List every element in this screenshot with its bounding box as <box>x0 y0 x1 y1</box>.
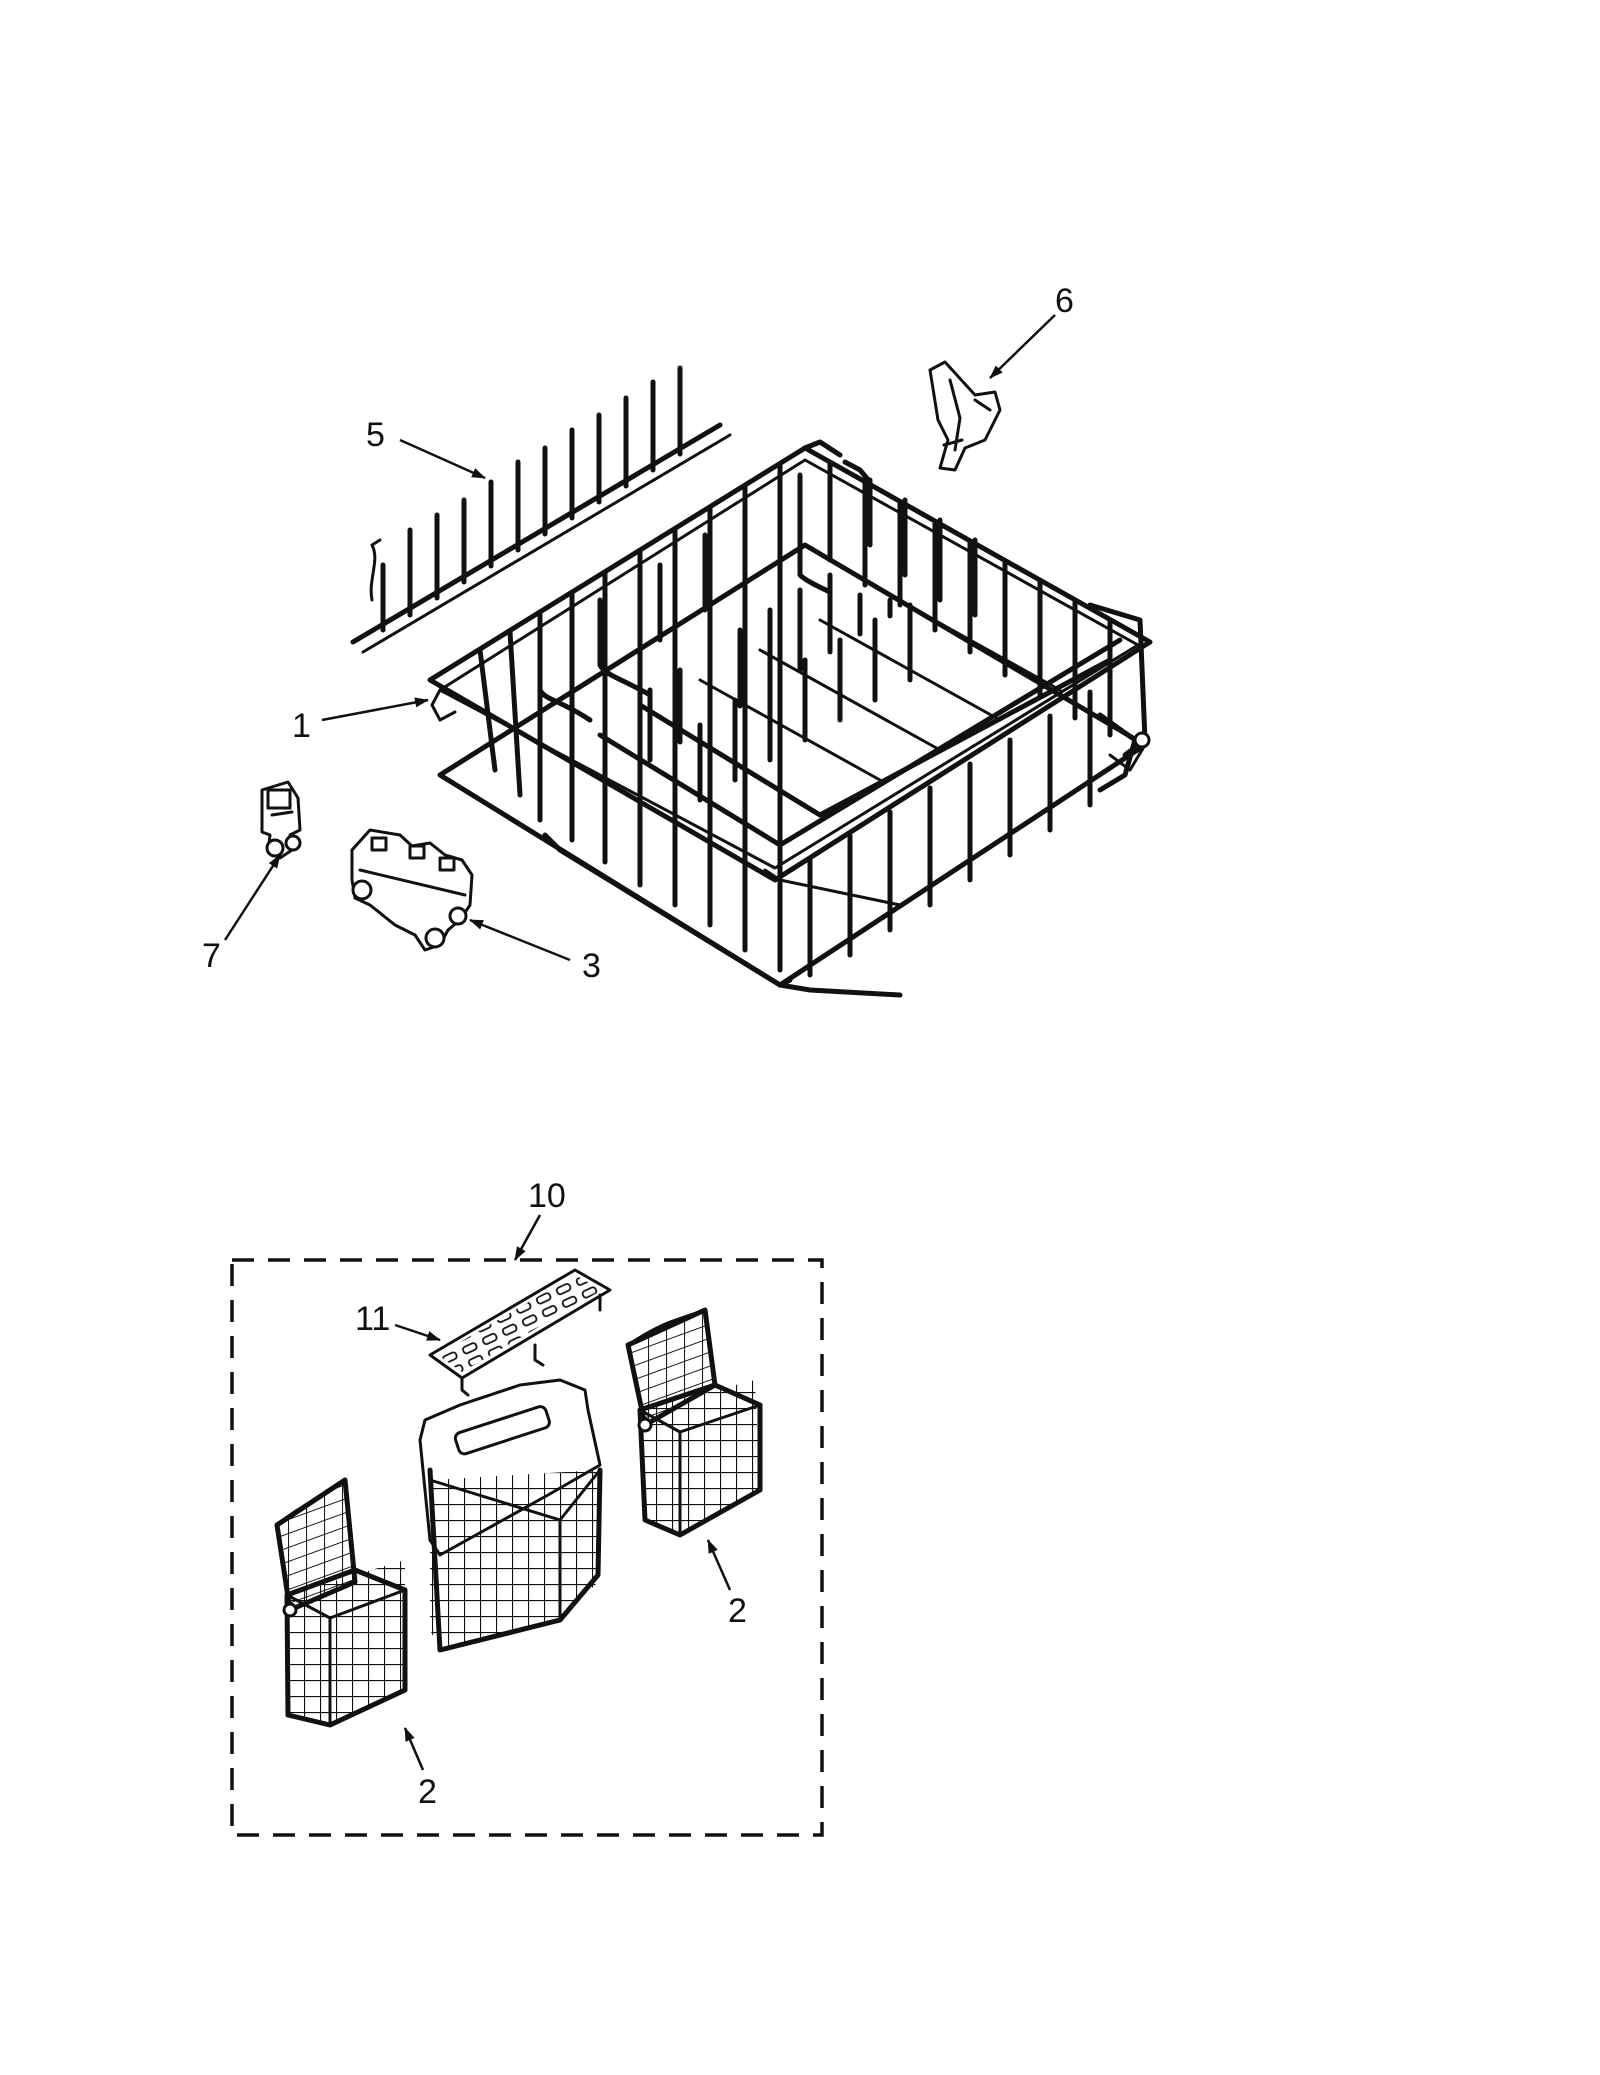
leader-6 <box>989 314 1056 379</box>
callout-2-right: 2 <box>728 1592 747 1630</box>
callout-5: 5 <box>366 416 385 454</box>
basket-cover-part-11 <box>428 1268 612 1397</box>
rack-clip-part-6 <box>928 360 1002 472</box>
callout-1: 1 <box>292 707 311 745</box>
leader-lines <box>223 314 1056 1771</box>
kit-boundary-box <box>230 1258 824 1837</box>
tine-row-part-5 <box>350 365 732 654</box>
leader-2-right <box>706 1539 732 1591</box>
right-silverware-basket <box>625 1307 763 1538</box>
leader-2-left <box>403 1727 425 1771</box>
callout-11: 11 <box>355 1300 390 1338</box>
leader-3 <box>469 918 571 962</box>
callout-7: 7 <box>202 937 221 975</box>
leader-10 <box>513 1214 542 1261</box>
left-silverware-basket <box>274 1477 408 1728</box>
leader-1 <box>321 697 429 722</box>
callout-3: 3 <box>582 947 601 985</box>
leader-7 <box>223 854 282 941</box>
callout-10: 10 <box>528 1177 566 1215</box>
callout-labels: 1 5 6 7 3 10 11 2 2 <box>202 282 1074 1811</box>
wheel-carrier-part-3 <box>350 828 474 952</box>
center-silverware-basket <box>418 1378 603 1653</box>
lower-rack-part-1 <box>427 439 1153 998</box>
leader-11 <box>394 1323 441 1342</box>
leader-5 <box>399 438 486 480</box>
roller-part-7 <box>260 780 302 860</box>
callout-2-left: 2 <box>418 1773 437 1811</box>
callout-6: 6 <box>1055 282 1074 320</box>
basket-assembly-part-10 <box>230 1258 824 1837</box>
